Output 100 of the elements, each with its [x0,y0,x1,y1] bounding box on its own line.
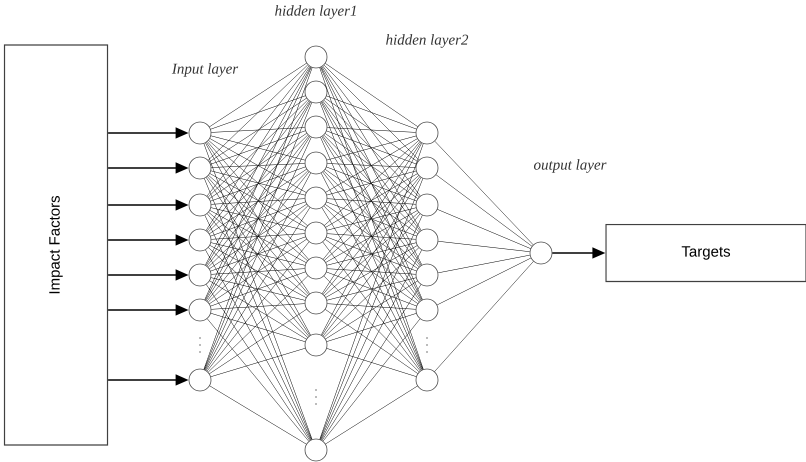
neuron-circle [188,298,212,322]
connection-line [326,242,416,266]
connection-line [326,130,417,164]
connection-line [437,209,531,249]
neuron-circle [304,438,328,462]
connection-line [324,64,420,160]
connection-line [211,198,305,205]
connection-line [434,261,534,372]
connection-line [322,284,422,441]
neuron-circle [188,228,212,252]
connection-line [210,136,306,160]
connection-line [326,96,417,130]
connection-line [210,242,306,266]
connection-line [209,204,307,269]
connection-line [211,268,305,275]
connection-line [326,236,417,272]
connection-line [324,248,419,338]
connection-line [322,242,420,372]
connection-line [322,100,420,232]
layer-label: output layer [532,158,608,174]
connection-line [210,245,306,298]
connection-line [206,66,310,196]
connection-line [210,170,306,196]
connection-line [327,303,416,310]
neuron-circle [304,186,328,210]
connection-line [325,386,418,444]
connection-line [210,272,306,306]
connection-line [205,142,311,336]
connection-line [210,280,306,340]
connection-line [209,63,307,127]
connection-line [322,214,420,336]
connection-line [210,166,306,202]
connection-line [322,207,422,370]
neuron-circle [416,228,438,252]
connection-line [211,163,305,168]
connection-line [320,66,422,266]
connection-line [438,241,530,252]
connection-line [204,67,312,300]
connection-line [205,172,311,370]
connection-line [326,174,418,228]
connection-line [325,309,418,374]
connection-line [326,170,416,196]
neuron-circle [304,46,328,68]
connection-line [326,272,417,306]
connection-line [206,242,310,372]
neuron-circle [304,152,328,174]
layer-label: hidden layer1 [274,4,358,20]
connection-line [326,348,416,377]
connection-line [209,133,307,199]
connection-line [210,173,306,228]
connection-line [322,177,422,336]
connection-line [326,166,417,202]
connection-line [208,64,308,160]
connection-line [326,245,418,298]
connection-line [326,208,416,230]
connection-line [210,207,306,231]
connection-line [210,348,306,377]
connection-line [206,177,310,336]
neuron-circle [416,298,438,322]
connection-line [210,386,306,444]
connection-line [320,102,422,300]
connection-line [208,100,308,198]
connection-line [205,66,311,266]
layer-label: Input layer [170,62,240,78]
connection-line [327,198,416,205]
connection-line [211,127,305,133]
neuron-circle [304,80,328,104]
connection-line [206,66,310,231]
connection-line [209,169,307,234]
connection-line [207,318,309,442]
neuron-circle [188,122,212,144]
neuron-circle [304,256,328,280]
neuron-circle [304,222,328,244]
connection-line [210,130,306,164]
neuron-circle [304,116,328,138]
connection-line [321,142,422,336]
connection-line [324,276,420,372]
connection-line [327,268,416,275]
connection-line [326,278,416,300]
connection-line [325,133,418,199]
connection-line [208,276,308,372]
neuron-circle [304,292,328,314]
neuron-circle [416,264,438,286]
neuron-circle [416,368,438,392]
connection-line [326,136,416,160]
neuron-circle [188,156,212,180]
connection-line [322,318,420,442]
connection-line [210,277,306,301]
connection-line [206,284,310,441]
connection-line [325,63,418,127]
connection-line [325,169,418,234]
connection-line [211,233,305,240]
connection-line [210,96,306,130]
connection-line [438,254,530,274]
connection-line [322,66,420,196]
connection-line [206,101,310,266]
neuron-circle [188,194,212,216]
neuron-circle [530,242,552,264]
connection-line [209,309,307,374]
connection-line [210,210,306,263]
